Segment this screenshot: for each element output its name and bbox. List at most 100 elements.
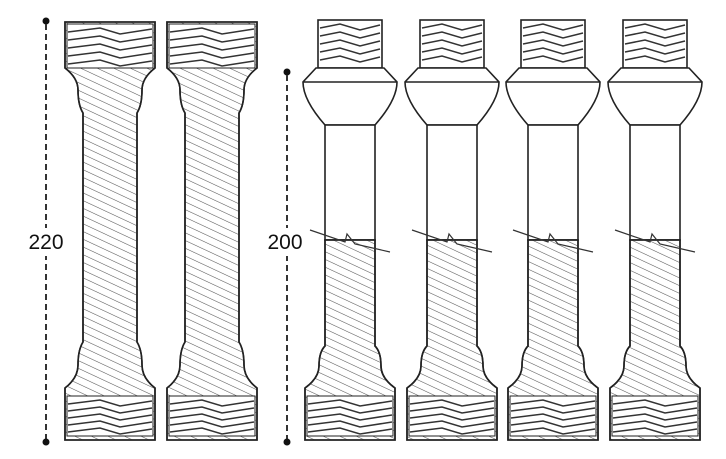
long-specimens <box>64 21 258 441</box>
bottom-thread-line <box>409 427 495 435</box>
bottom-thread-line <box>67 399 153 407</box>
top-thread-line <box>67 59 153 67</box>
top-thread-line <box>522 47 584 55</box>
bottom-thread-line <box>307 427 393 435</box>
top-thread-stub <box>317 19 383 69</box>
shaft-lower-outline <box>609 239 701 441</box>
top-thread-line <box>421 39 483 47</box>
top-thread-line <box>421 55 483 63</box>
bottom-thread-line <box>612 427 698 435</box>
bottom-thread-line <box>169 399 255 407</box>
bottom-thread-line <box>169 420 255 428</box>
long-specimen-outline <box>166 21 258 441</box>
top-thread-line <box>319 23 381 31</box>
long-specimen-2 <box>166 21 258 441</box>
dimension-220-label-bg <box>22 228 70 256</box>
bottom-thread-line <box>510 413 596 421</box>
top-thread-line <box>421 31 483 39</box>
top-thread-stub <box>419 19 485 69</box>
shaft-upper <box>629 124 681 241</box>
shaft-lower-outline <box>304 239 396 441</box>
bottom-thread-line <box>169 406 255 414</box>
bottom-thread-line <box>510 406 596 414</box>
shaft-lower-hatch <box>610 240 700 440</box>
shaft-lower-hatch <box>508 240 598 440</box>
bottom-thread-line <box>307 406 393 414</box>
top-thread-line <box>421 23 483 31</box>
specimen-cap <box>302 67 398 126</box>
dimension-220-bottom-dot <box>42 438 50 446</box>
bottom-thread-line <box>409 406 495 414</box>
top-thread-line <box>522 23 584 31</box>
top-thread-line <box>319 39 381 47</box>
specimen-cap <box>607 67 703 126</box>
bottom-thread-line <box>612 420 698 428</box>
bottom-thread-line <box>307 420 393 428</box>
top-thread-line <box>624 39 686 47</box>
top-thread-line <box>67 27 153 35</box>
bottom-thread-line <box>409 420 495 428</box>
short-specimen-3 <box>505 19 601 441</box>
bottom-thread-line <box>510 399 596 407</box>
fracture-line <box>614 229 696 253</box>
bottom-thread-line <box>612 406 698 414</box>
dimension-220: 220 <box>22 17 70 446</box>
fracture-line <box>411 229 493 253</box>
dimension-200-top-dot <box>283 68 291 76</box>
top-thread-line <box>169 35 255 43</box>
top-thread-line <box>522 39 584 47</box>
shaft-lower-outline <box>406 239 498 441</box>
top-thread-line <box>319 47 381 55</box>
dimension-220-top-dot <box>42 17 50 25</box>
bottom-thread-line <box>307 413 393 421</box>
shaft-upper <box>527 124 579 241</box>
shaft-upper <box>426 124 478 241</box>
top-thread-line <box>522 55 584 63</box>
fracture-line <box>512 229 594 253</box>
bottom-thread-line <box>510 427 596 435</box>
top-thread-line <box>67 43 153 51</box>
shaft-lower-hatch <box>407 240 497 440</box>
short-specimens <box>302 19 703 441</box>
long-specimen-hatch <box>167 22 257 440</box>
dimension-200-bottom-dot <box>283 438 291 446</box>
dimension-200: 200 <box>262 68 310 446</box>
bottom-thread-line <box>612 413 698 421</box>
top-thread-line <box>67 51 153 59</box>
top-thread-line <box>67 35 153 43</box>
short-specimen-1 <box>302 19 398 441</box>
top-thread-line <box>624 31 686 39</box>
top-thread-line <box>169 51 255 59</box>
top-thread-line <box>169 27 255 35</box>
specimen-cap <box>404 67 500 126</box>
top-thread-line <box>421 47 483 55</box>
bottom-thread-line <box>169 413 255 421</box>
bottom-thread-line <box>307 399 393 407</box>
long-specimen-hatch <box>65 22 155 440</box>
bottom-thread-line <box>169 427 255 435</box>
shaft-lower-hatch <box>305 240 395 440</box>
top-thread-line <box>624 47 686 55</box>
top-thread-line <box>169 43 255 51</box>
top-thread-line <box>522 31 584 39</box>
shaft-upper <box>324 124 376 241</box>
bottom-thread-line <box>409 413 495 421</box>
top-thread-stub <box>520 19 586 69</box>
dimension-220-label: 220 <box>28 231 63 254</box>
short-specimen-2 <box>404 19 500 441</box>
bottom-thread-line <box>67 427 153 435</box>
fracture-line <box>309 229 391 253</box>
long-specimen-outline <box>64 21 156 441</box>
long-specimen-1 <box>64 21 156 441</box>
top-thread-line <box>169 59 255 67</box>
dimension-200-label: 200 <box>267 231 302 254</box>
dimension-200-label-bg <box>262 228 310 256</box>
bottom-thread-line <box>612 399 698 407</box>
specimen-cap <box>505 67 601 126</box>
top-thread-line <box>624 55 686 63</box>
bottom-thread-line <box>67 420 153 428</box>
bottom-thread-line <box>67 406 153 414</box>
shaft-lower-outline <box>507 239 599 441</box>
top-thread-line <box>319 31 381 39</box>
top-thread-line <box>319 55 381 63</box>
